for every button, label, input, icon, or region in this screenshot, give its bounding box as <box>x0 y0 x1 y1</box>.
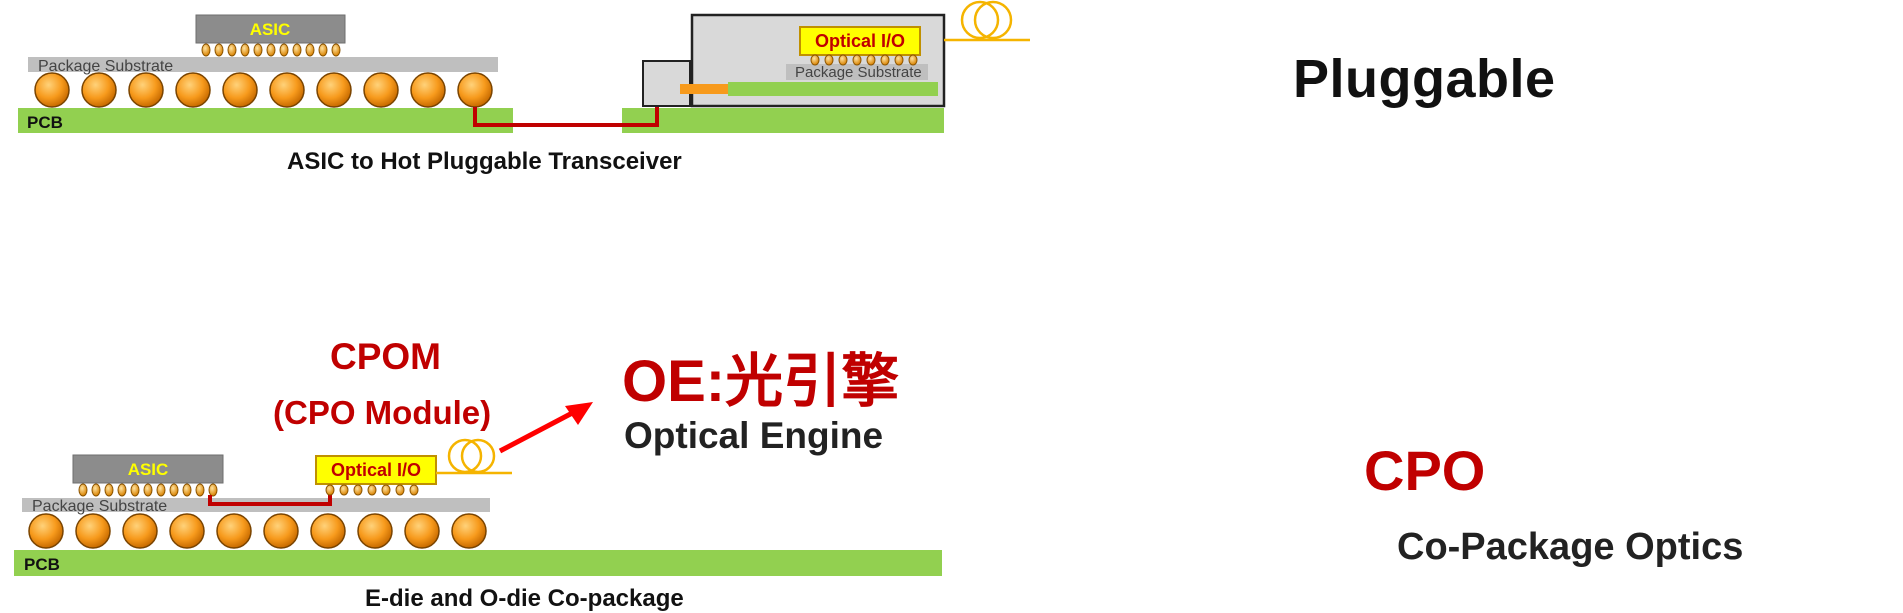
pcb-label: PCB <box>27 113 63 132</box>
optical-io-label: Optical I/O <box>331 460 421 480</box>
optical-io-bumps <box>325 484 419 496</box>
module-connector <box>642 60 691 107</box>
optical-engine-label: Optical Engine <box>624 415 884 456</box>
pcb-board <box>14 550 942 576</box>
optical-io-label: Optical I/O <box>815 31 905 51</box>
pcb-board-right <box>622 108 944 133</box>
module-substrate <box>728 82 938 96</box>
arrow-icon <box>498 402 593 454</box>
electrical-trace <box>208 495 332 506</box>
package-substrate <box>28 57 498 72</box>
asic-label: ASIC <box>250 20 291 39</box>
bga-balls <box>28 513 487 549</box>
cpo-subtitle: Co-Package Optics <box>1397 526 1744 568</box>
substrate-label: Package Substrate <box>32 498 167 515</box>
fiber-coil-icon <box>436 438 512 475</box>
optical-io-chip-top <box>799 26 921 56</box>
bga-balls <box>34 72 493 108</box>
module-substrate-label: Package Substrate <box>795 64 922 81</box>
cpo-caption: E-die and O-die Co-package <box>365 585 684 612</box>
asic-label: ASIC <box>128 460 169 479</box>
asic-chip <box>72 454 224 484</box>
substrate-label: Package Substrate <box>38 58 173 75</box>
pluggable-caption: ASIC to Hot Pluggable Transceiver <box>287 148 682 175</box>
module-edge-contact <box>680 84 728 94</box>
fiber-coil-icon <box>944 0 1030 42</box>
cpo-title: CPO <box>1364 439 1486 502</box>
oe-label: OE:光引擎 <box>622 349 900 414</box>
cpo-diagram: PCB Package Substrate ASIC Optical I/O <box>14 402 942 576</box>
pcb-label: PCB <box>24 555 60 574</box>
module-inner-substrate <box>786 64 928 80</box>
cpom-label: CPOM <box>330 336 441 377</box>
asic-micro-bumps <box>78 483 218 497</box>
optical-io-bumps <box>810 54 918 66</box>
asic-micro-bumps <box>201 43 341 57</box>
pluggable-title: Pluggable <box>1293 49 1556 109</box>
cpom-sublabel: (CPO Module) <box>273 394 492 431</box>
asic-chip <box>195 14 346 44</box>
pluggable-diagram: PCB Package Substrate ASIC <box>18 0 1030 133</box>
pcb-board <box>18 108 513 133</box>
optical-io-chip <box>315 455 437 485</box>
